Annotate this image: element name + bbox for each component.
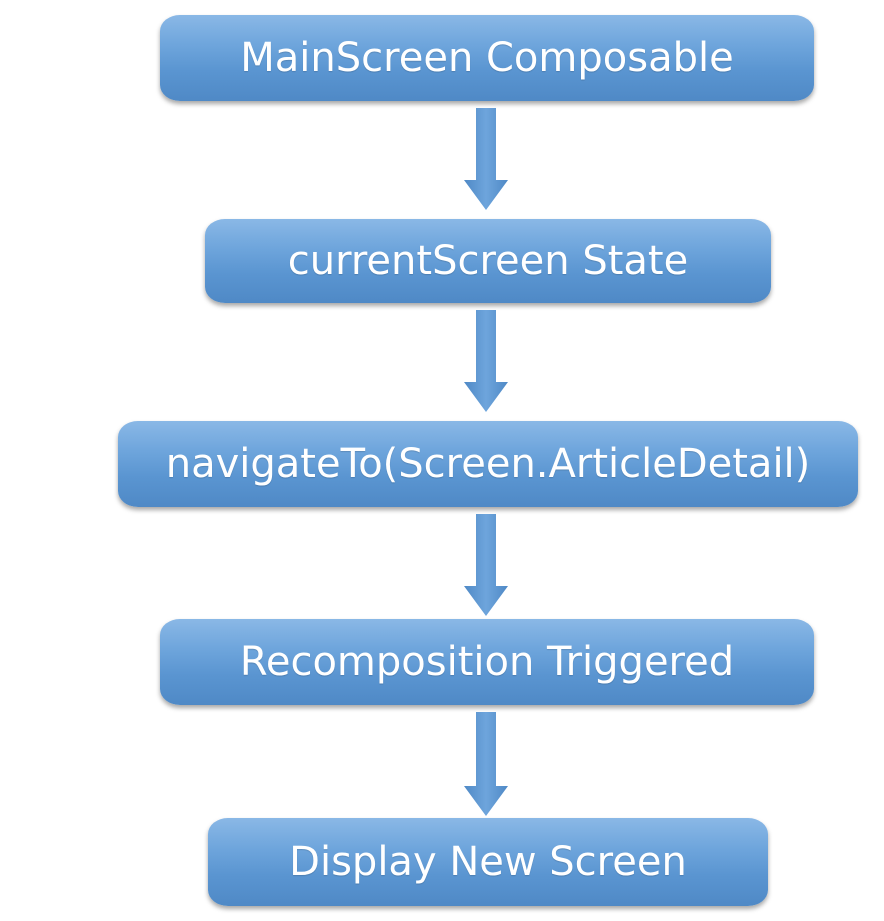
node-navigate-to: navigateTo(Screen.ArticleDetail) [118, 421, 858, 507]
node-current-screen: currentScreen State [205, 219, 771, 303]
node-label: navigateTo(Screen.ArticleDetail) [165, 441, 811, 487]
node-label: Display New Screen [289, 839, 687, 885]
node-display-new: Display New Screen [208, 818, 768, 906]
node-label: Recomposition Triggered [239, 639, 735, 685]
node-recomposition: Recomposition Triggered [160, 619, 814, 705]
arrow-down-icon [462, 310, 510, 412]
arrow-down-icon [462, 108, 510, 210]
arrow-down-icon [462, 712, 510, 816]
node-label: currentScreen State [287, 238, 689, 284]
node-main-screen: MainScreen Composable [160, 15, 814, 101]
arrow-down-icon [462, 514, 510, 616]
node-label: MainScreen Composable [240, 35, 734, 81]
